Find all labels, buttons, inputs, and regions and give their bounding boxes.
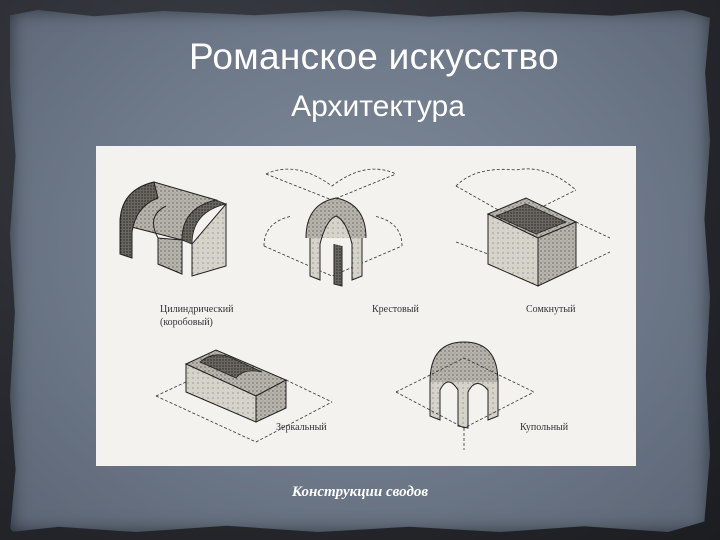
label-cloister: Сомкнутый bbox=[526, 304, 576, 315]
slide-title: Романское искусство bbox=[189, 36, 559, 77]
cross-vault-drawing bbox=[263, 168, 403, 287]
barrel-vault-drawing bbox=[119, 181, 228, 277]
mirror-vault-drawing bbox=[155, 349, 333, 443]
vault-drawings bbox=[119, 168, 611, 450]
vault-illustration: Цилиндрический (коробовый) Крестовый Сом… bbox=[96, 146, 636, 466]
label-dome: Купольный bbox=[520, 422, 569, 433]
label-barrel-line1: Цилиндрический bbox=[160, 304, 234, 315]
label-cross: Крестовый bbox=[372, 304, 419, 315]
slide-subtitle: Архитектура bbox=[291, 90, 465, 123]
label-mirror: Зеркальный bbox=[276, 422, 327, 433]
cloister-vault-drawing bbox=[455, 168, 611, 287]
label-barrel-line2: (коробовый) bbox=[160, 317, 213, 328]
dome-vault-drawing bbox=[395, 341, 535, 450]
figure-caption: Конструкции сводов bbox=[291, 484, 429, 500]
